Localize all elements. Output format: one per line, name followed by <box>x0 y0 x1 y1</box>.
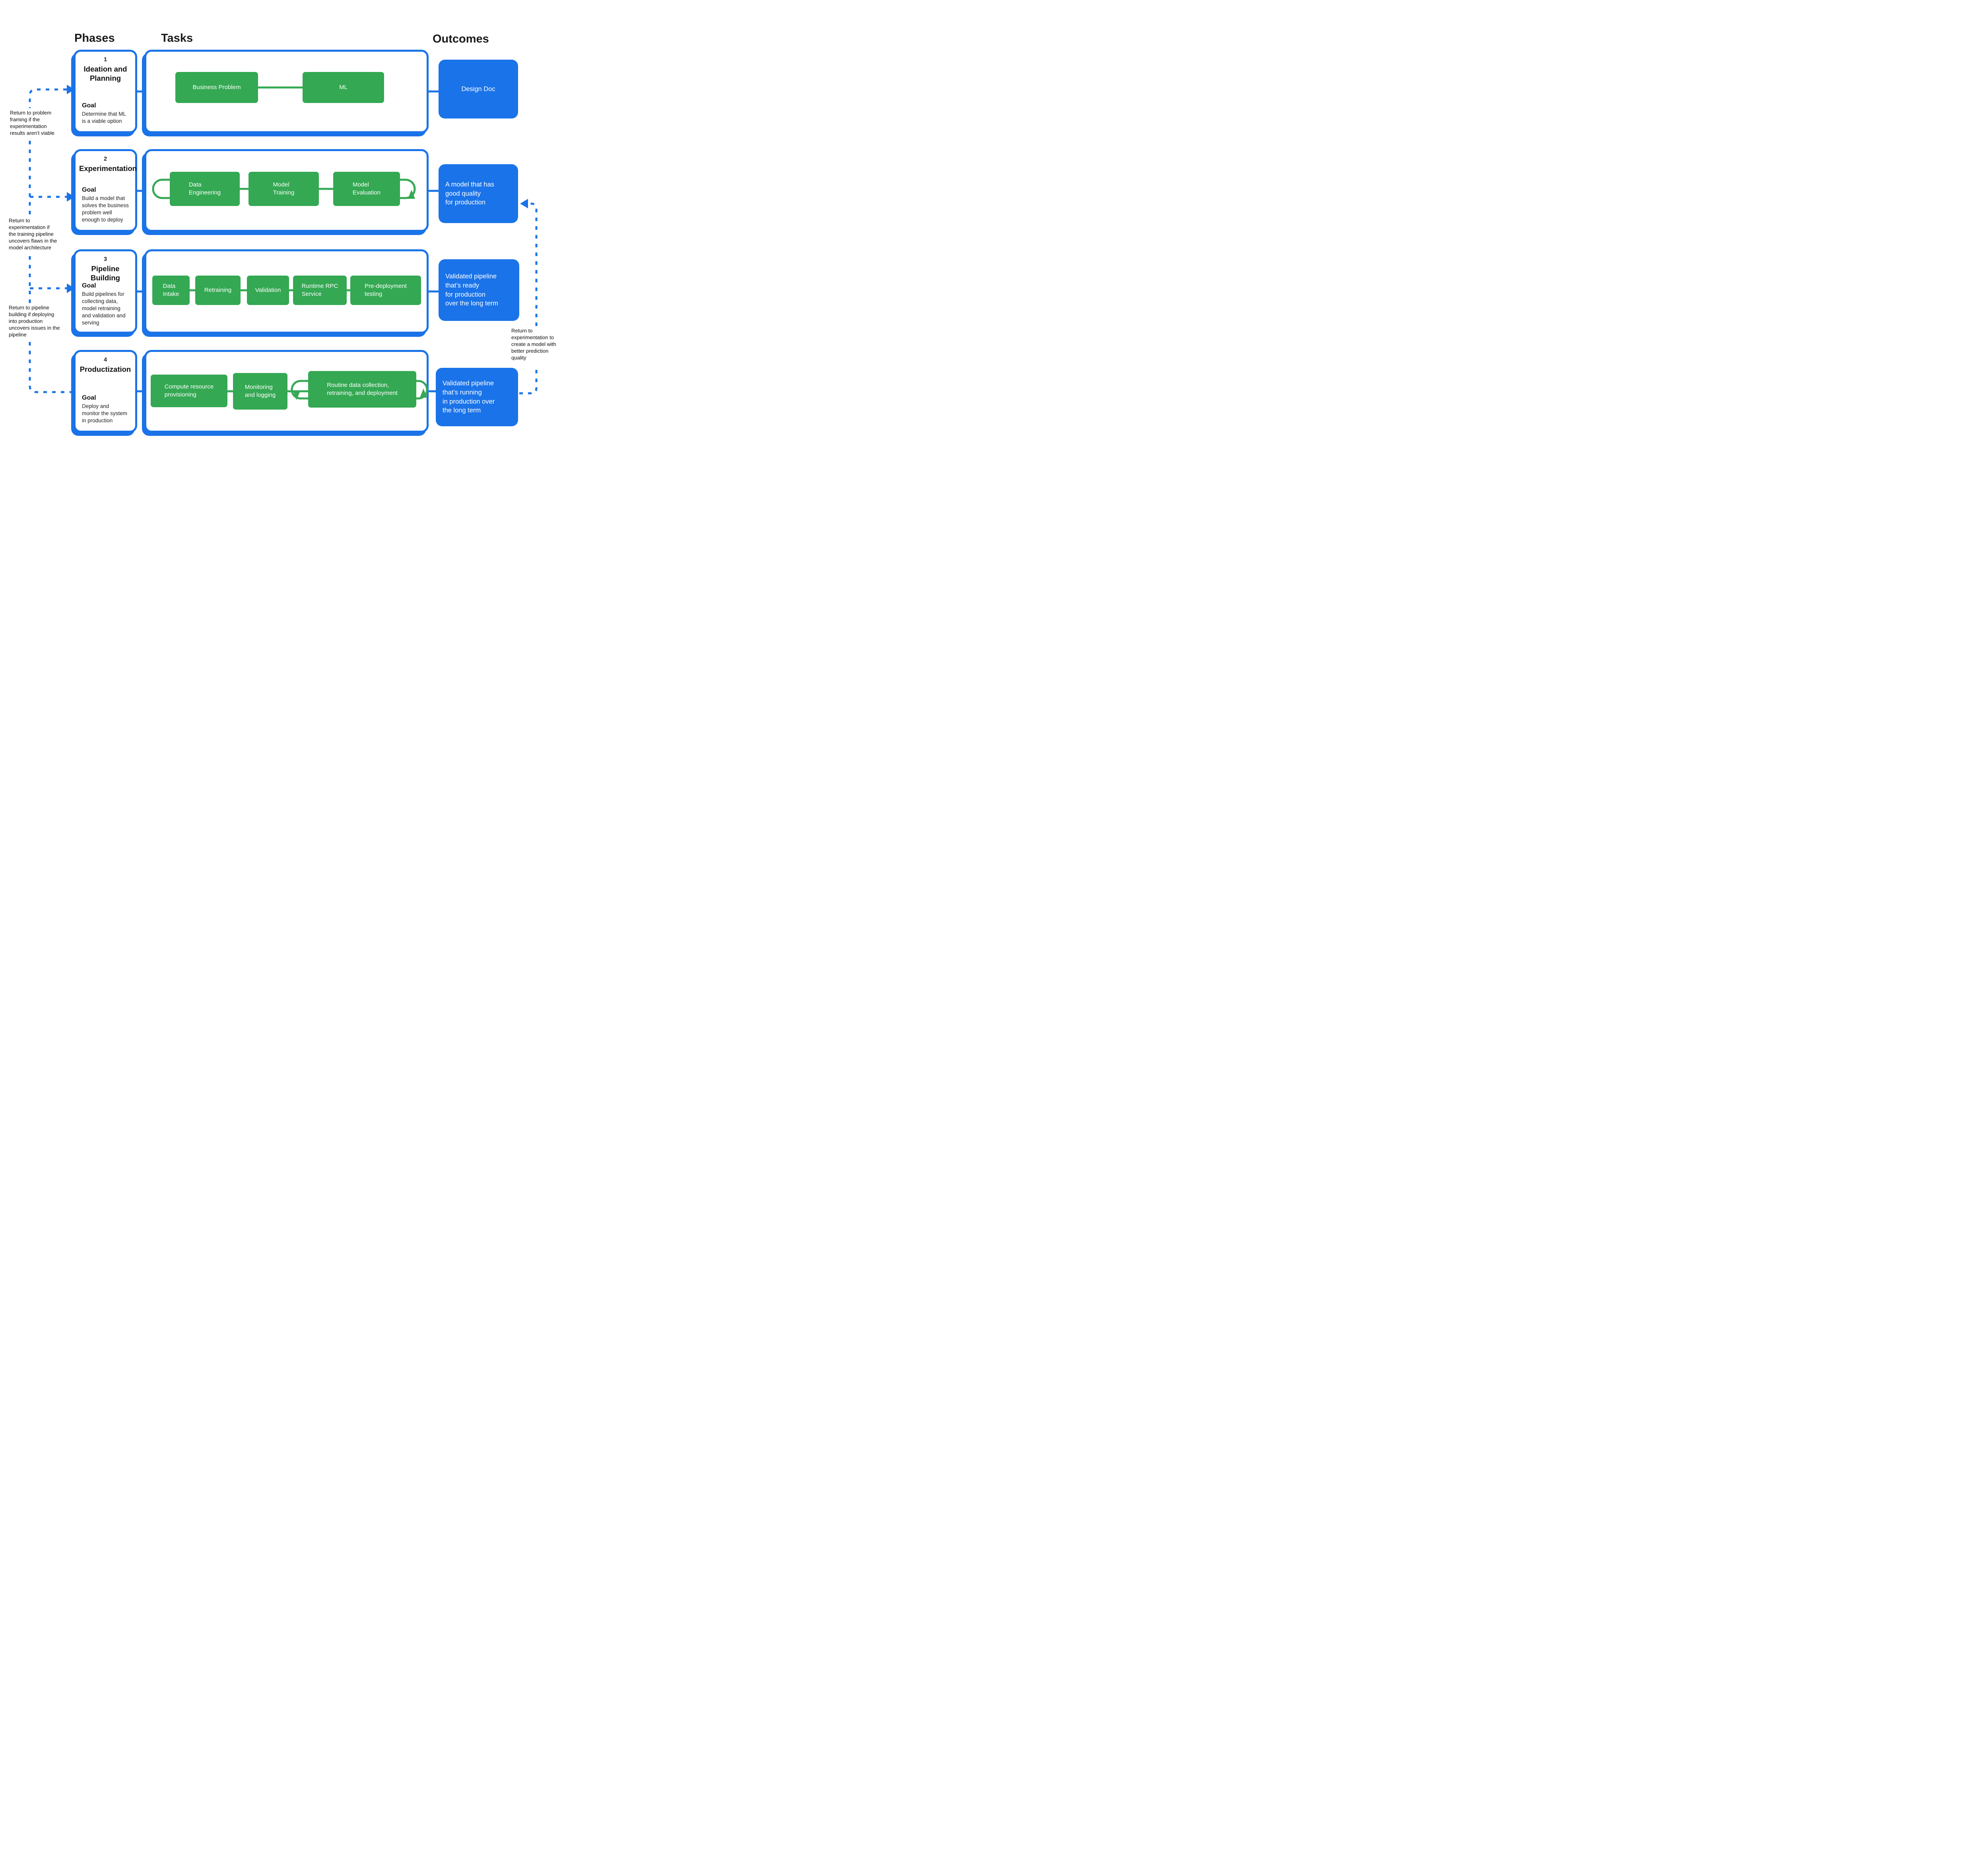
phase-number: 1 <box>103 56 107 63</box>
task-compute-resource-provisioning: Compute resource provisioning <box>151 375 227 407</box>
goal-text: Deploy and monitor the system in product… <box>82 403 128 424</box>
annotation-return-to-experimentation: Return to experimentation if the trainin… <box>9 218 57 251</box>
goal-label: Goal <box>82 186 96 194</box>
task-pre-deployment-testing: Pre-deployment testing <box>350 276 421 305</box>
task-data-engineering: Data Engineering <box>170 172 240 206</box>
phase-number: 4 <box>103 357 107 363</box>
outcome-validated-pipeline-running: Validated pipeline that’s running in pro… <box>436 368 518 426</box>
goal-label: Goal <box>82 102 96 109</box>
column-header-phases: Phases <box>74 32 115 45</box>
goal-text: Determine that ML is a viable option <box>82 111 126 124</box>
outcome-design-doc: Design Doc <box>439 60 518 118</box>
column-header-tasks: Tasks <box>161 32 193 45</box>
outcome-model-good-quality: A model that has good quality for produc… <box>439 164 518 223</box>
annotation-return-to-pipeline-building: Return to pipeline building if deploying… <box>9 305 60 338</box>
solid-connectors <box>137 90 440 392</box>
task-ml: ML <box>303 72 384 103</box>
task-routine-data-collection-retraining-deployment: Routine data collection, retraining, and… <box>308 371 416 408</box>
task-model-evaluation: Model Evaluation <box>333 172 400 206</box>
phase-title: Pipeline Building <box>91 264 120 282</box>
task-runtime-rpc-service: Runtime RPC Service <box>293 276 347 305</box>
phase-title: Experimentation <box>79 164 137 173</box>
phase-title: Productization <box>80 365 131 373</box>
task-business-problem: Business Problem <box>175 72 258 103</box>
annotation-return-to-problem-framing: Return to problem framing if the experim… <box>10 110 54 136</box>
task-monitoring-and-logging: Monitoring and logging <box>233 373 287 410</box>
task-retraining: Retraining <box>195 276 241 305</box>
phase-number: 2 <box>103 156 107 162</box>
phase-card-ideation-planning: 1 Ideation and Planning Goal Determine t… <box>74 50 137 133</box>
dotted-return-path-right <box>519 202 538 394</box>
goal-label: Goal <box>82 394 96 402</box>
goal-label: Goal <box>82 282 96 289</box>
phase-card-pipeline-building: 3 Pipeline Building Goal Build pipelines… <box>74 249 137 334</box>
task-model-training: Model Training <box>248 172 319 206</box>
goal-text: Build pipelines for collecting data, mod… <box>82 291 126 326</box>
goal-text: Build a model that solves the business p… <box>82 195 129 223</box>
phase-card-experimentation: 2 Experimentation Goal Build a model tha… <box>74 149 137 232</box>
task-validation: Validation <box>247 276 289 305</box>
phase-title: Ideation and Planning <box>83 65 127 82</box>
outcome-validated-pipeline-ready: Validated pipeline that’s ready for prod… <box>439 259 519 321</box>
annotation-return-to-experimentation-prediction-quality: Return to experimentation to create a mo… <box>511 328 556 361</box>
column-header-outcomes: Outcomes <box>433 33 489 45</box>
phase-card-productization: 4 Productization Goal Deploy and monitor… <box>74 350 137 433</box>
arrowhead-to-outcome-2 <box>520 199 528 208</box>
task-data-intake: Data Intake <box>152 276 190 305</box>
phase-number: 3 <box>103 256 107 262</box>
ml-workflow-diagram: Phases Tasks Outcomes 1 Ideation and Pla… <box>0 0 564 465</box>
